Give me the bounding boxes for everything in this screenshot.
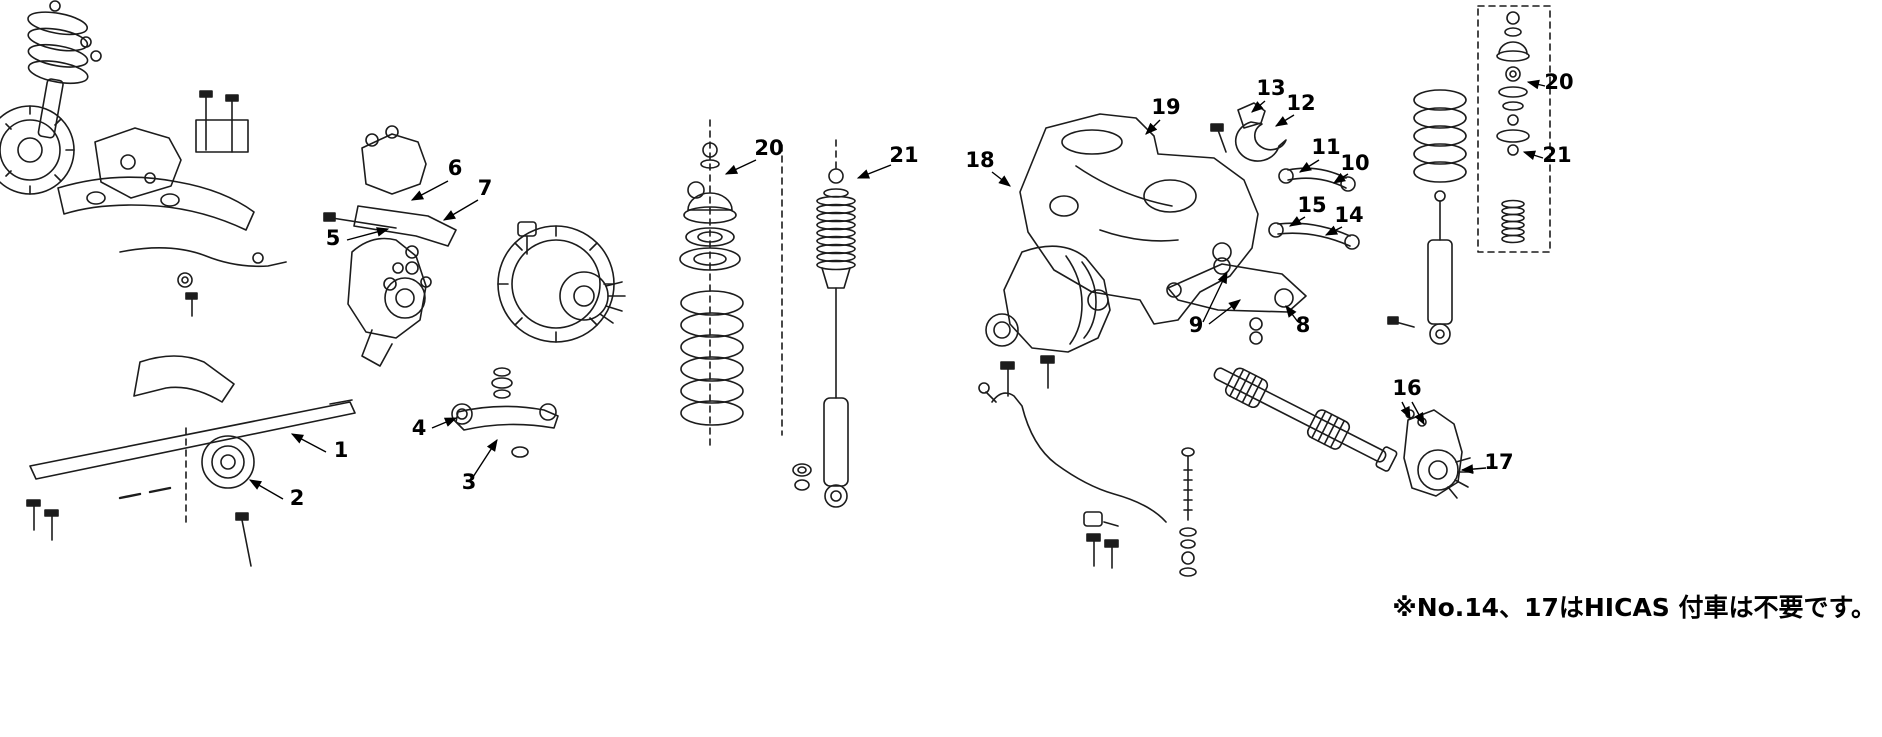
tension-rod-assembly [26, 355, 356, 567]
callout-arrows [248, 79, 1546, 500]
callout-3: 3 [462, 470, 477, 494]
callout-10: 10 [1340, 151, 1369, 175]
callout-20-right: 20 [1544, 70, 1573, 94]
callout-21: 21 [889, 143, 918, 167]
callout-2: 2 [290, 486, 305, 510]
callout-18: 18 [965, 148, 994, 172]
callout-15: 15 [1297, 193, 1326, 217]
callout-9: 9 [1189, 313, 1204, 337]
callout-5: 5 [326, 226, 341, 250]
callout-1: 1 [334, 438, 349, 462]
callout-13: 13 [1256, 76, 1285, 100]
callout-19: 19 [1151, 95, 1180, 119]
callout-7: 7 [478, 176, 493, 200]
front-strut-crossmember-assembly [0, 0, 287, 317]
callout-8: 8 [1296, 313, 1311, 337]
rear-knuckle-hub [1403, 409, 1474, 499]
subframe-brackets [1234, 102, 1287, 162]
differential [985, 245, 1111, 397]
callout-labels: 1 2 3 4 5 6 7 8 9 10 11 12 13 14 15 16 1… [290, 70, 1574, 510]
rear-spring-shock-assembly [1387, 5, 1551, 345]
callout-14: 14 [1334, 203, 1363, 227]
callout-20: 20 [754, 136, 783, 160]
callout-21-right: 21 [1542, 143, 1571, 167]
callout-11: 11 [1311, 135, 1340, 159]
callout-17: 17 [1484, 450, 1513, 474]
driveshaft [1213, 367, 1398, 472]
hicas-note: ※No.14、17はHICAS 付車は不要です。 [1392, 593, 1876, 622]
knuckle-backing-plate-assembly [347, 221, 626, 367]
upper-link-bracket-assembly [323, 125, 457, 291]
coil-spring-exploded [679, 119, 783, 446]
rear-lower-arm [1166, 257, 1307, 345]
rear-subframe [1019, 113, 1259, 325]
callout-12: 12 [1286, 91, 1315, 115]
callout-6: 6 [448, 156, 463, 180]
front-lower-arm-assembly [451, 367, 559, 458]
bolt-washer-stack [1179, 447, 1197, 577]
rear-stabilizer-bar [978, 382, 1167, 569]
callout-4: 4 [412, 416, 427, 440]
shock-absorber-center [792, 139, 856, 508]
callout-16: 16 [1392, 376, 1421, 400]
